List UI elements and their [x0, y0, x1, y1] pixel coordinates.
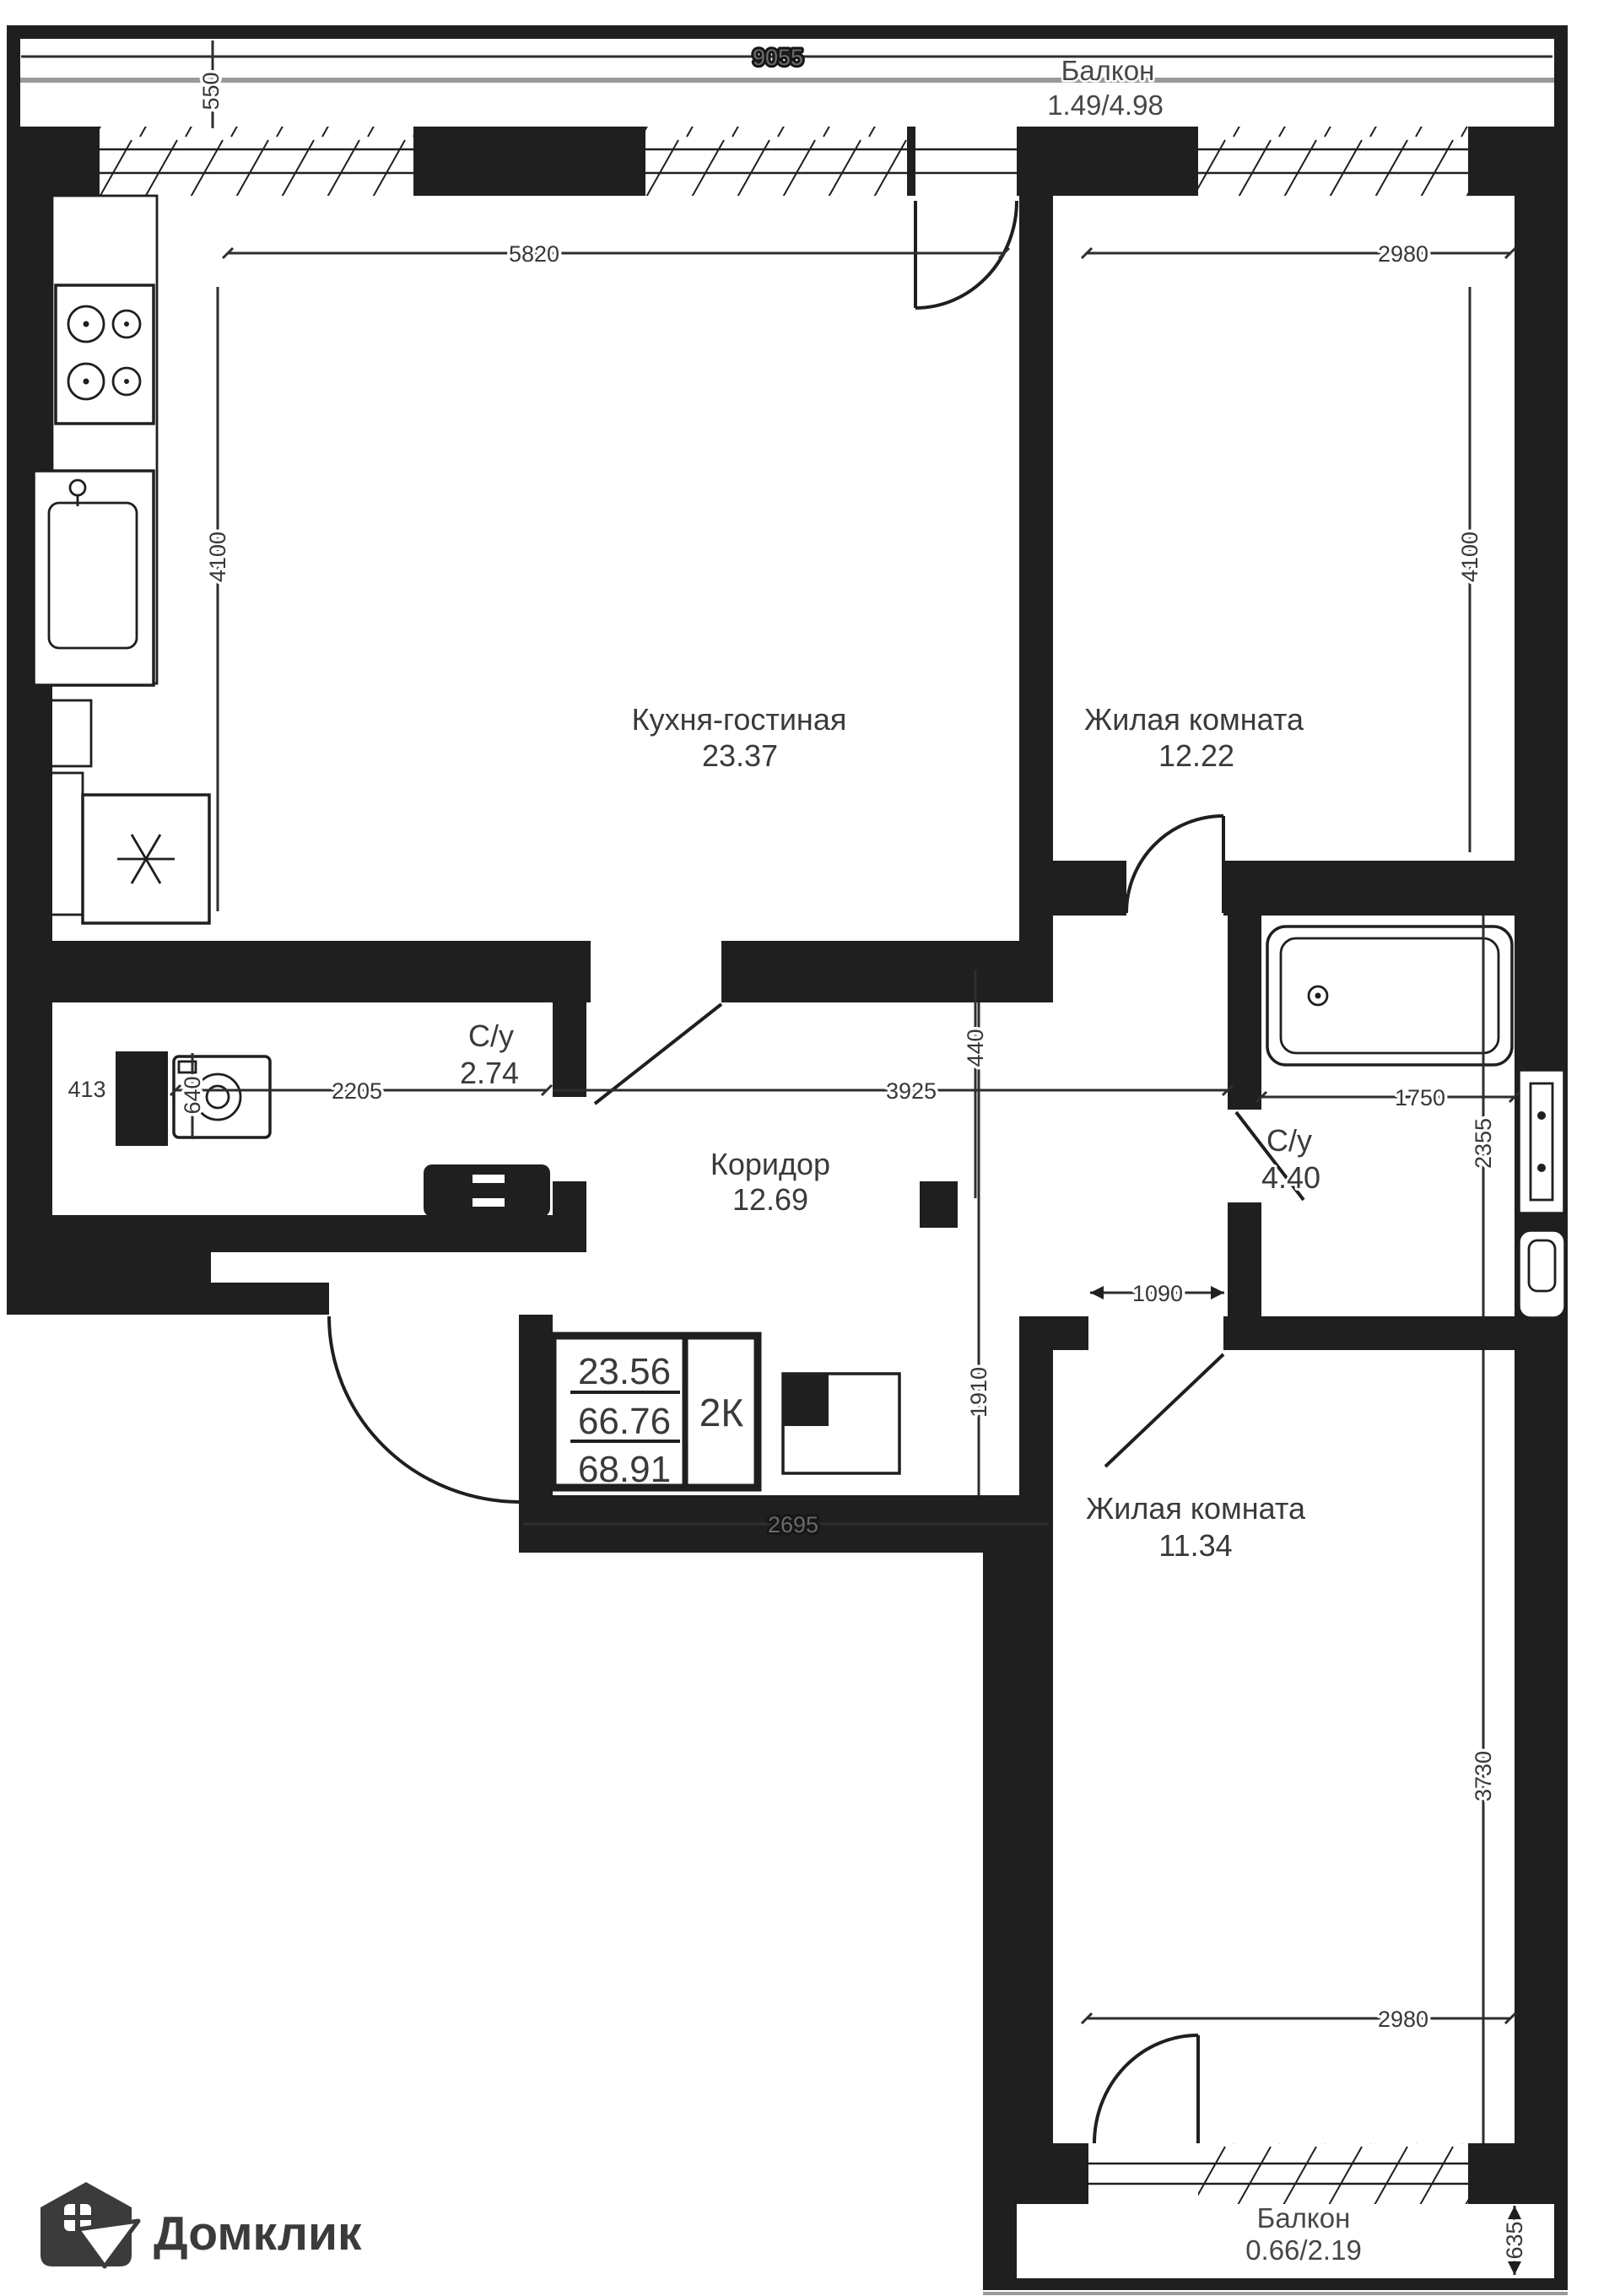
- room-labels: Балкон 1.49/4.98 Кухня-гостиная 23.37 Жи…: [457, 53, 1364, 2268]
- balcony-top-name: Балкон: [1061, 55, 1155, 86]
- balcony-bottom-name: Балкон: [1257, 2202, 1351, 2234]
- toilet-icon: [1517, 1229, 1567, 1320]
- label-balcony-bottom: Балкон 0.66/2.19: [1244, 2201, 1364, 2268]
- brand-logo: Домклик: [40, 2182, 362, 2269]
- bathroom-1-area: 2.74: [460, 1056, 519, 1090]
- dim-1090: 1090: [1132, 1281, 1183, 1306]
- cooktop-icon: [54, 284, 155, 425]
- label-bathroom-2: С/у 4.40: [1259, 1121, 1323, 1197]
- windows: [100, 127, 1468, 2204]
- dim-3730: 3730: [1471, 1751, 1496, 1802]
- living-room-2-name: Жилая комната: [1086, 1491, 1306, 1526]
- door-kitchen-corridor: [593, 1002, 723, 1105]
- label-bathroom-1: С/у 2.74: [457, 1016, 521, 1093]
- corridor-name: Коридор: [710, 1147, 830, 1181]
- stamp-value-2: 66.76: [578, 1401, 671, 1442]
- washing-machine-icon: [172, 1055, 272, 1139]
- fixtures: [29, 194, 1567, 1475]
- door-entrance: [327, 1315, 520, 1504]
- door-room1: [1125, 814, 1225, 914]
- bathroom-2-name: С/у: [1266, 1123, 1312, 1158]
- balcony-door-top: [915, 127, 1017, 196]
- balcony-bottom-area: 0.66/2.19: [1245, 2234, 1362, 2266]
- dim-635: 635: [1502, 2221, 1527, 2259]
- kitchen-living-name: Кухня-гостиная: [632, 702, 847, 737]
- brand-name: Домклик: [154, 2207, 362, 2261]
- door-bath2: [1234, 1110, 1305, 1202]
- vanity-sink-icon: [424, 1164, 550, 1217]
- stamp-value-3: 68.91: [578, 1449, 671, 1490]
- towel-radiator-icon: [1517, 1068, 1566, 1215]
- bathroom-2-area: 4.40: [1261, 1160, 1320, 1195]
- window-room2: [1198, 2143, 1468, 2204]
- bathtub-icon: [1266, 925, 1514, 1067]
- label-living-room-1: Жилая комната 12.22: [1082, 700, 1307, 775]
- living-room-1-name: Жилая комната: [1084, 702, 1304, 737]
- window-kitchen-right: [645, 127, 907, 196]
- dim-640: 640: [180, 1076, 205, 1114]
- dim-440: 440: [963, 1029, 988, 1067]
- closet-icon: [781, 1372, 901, 1475]
- label-kitchen-living: Кухня-гостиная 23.37: [629, 700, 850, 775]
- kitchen-sink-icon: [32, 469, 155, 687]
- label-living-room-2: Жилая комната 11.34: [1083, 1488, 1309, 1565]
- domclick-house-icon: [40, 2182, 141, 2269]
- dim-2980-bottom: 2980: [1378, 2007, 1428, 2032]
- bathroom-1-name: С/у: [468, 1018, 514, 1053]
- dim-1750: 1750: [1395, 1085, 1445, 1110]
- window-room1: [1198, 127, 1468, 196]
- corridor-area: 12.69: [732, 1182, 808, 1217]
- label-corridor: Коридор 12.69: [708, 1144, 833, 1219]
- stamp-value-1: 23.56: [578, 1351, 671, 1392]
- dimension-lines: [21, 41, 1552, 2275]
- dim-413: 413: [68, 1077, 105, 1102]
- fridge-icon: [81, 793, 211, 925]
- label-balcony-top: Балкон 1.49/4.98: [1045, 53, 1166, 123]
- kitchen-living-area: 23.37: [702, 738, 778, 773]
- dim-5820: 5820: [509, 241, 559, 267]
- living-room-1-area: 12.22: [1158, 738, 1234, 773]
- dim-3925: 3925: [886, 1078, 937, 1104]
- dimension-labels: 9055 550 5820 2980 4100 4100 413 2205 64…: [65, 42, 1531, 2262]
- dim-550: 550: [198, 72, 224, 110]
- window-kitchen-left: [100, 127, 413, 196]
- door-balcony-bottom: [1093, 2034, 1200, 2144]
- radiator-icon: [116, 1051, 168, 1146]
- dim-2355: 2355: [1471, 1118, 1496, 1169]
- doors: [327, 200, 1305, 2144]
- dim-9055: 9055: [753, 45, 803, 70]
- dim-2205: 2205: [332, 1078, 382, 1104]
- dim-1910: 1910: [966, 1367, 991, 1418]
- area-stamp: 23.56 66.76 68.91 2К: [548, 1332, 762, 1492]
- living-room-2-area: 11.34: [1158, 1528, 1232, 1563]
- dim-2695: 2695: [768, 1512, 818, 1537]
- dim-2980-top: 2980: [1378, 241, 1428, 267]
- dim-4100-right: 4100: [1457, 532, 1482, 582]
- stamp-type: 2К: [699, 1391, 744, 1434]
- balcony-top-area: 1.49/4.98: [1047, 89, 1164, 121]
- dim-4100-left: 4100: [205, 532, 230, 582]
- balcony-door-bottom: [1088, 2143, 1198, 2204]
- door-room2: [1104, 1353, 1225, 1468]
